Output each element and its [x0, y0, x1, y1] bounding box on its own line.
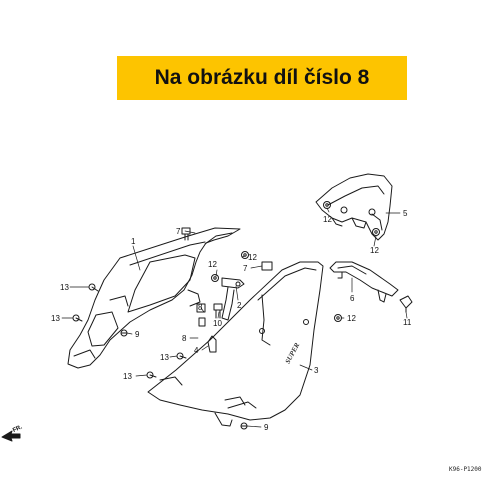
part-13-screws — [72, 283, 187, 379]
part-number-banner: Na obrázku díl číslo 8 — [117, 56, 407, 100]
part-5-upper-rear-bracket — [315, 173, 393, 241]
callout-7a: 7 — [176, 227, 181, 236]
callout-8b: 8 — [198, 303, 203, 312]
callout-12a: 12 — [208, 260, 217, 269]
front-arrow-icon — [1, 430, 21, 442]
brand-mark: SUPER — [284, 341, 302, 365]
part-1-left-body-cover — [67, 227, 241, 369]
part-3-right-body-cover — [147, 261, 324, 427]
banner-text: Na obrázku díl číslo 8 — [154, 66, 370, 89]
callout-7b: 7 — [243, 264, 248, 273]
callout-8a: 8 — [182, 334, 187, 343]
callout-13d: 13 — [123, 372, 132, 381]
leader-lines — [61, 207, 408, 428]
callout-1: 1 — [131, 237, 136, 246]
callout-12c: 12 — [323, 215, 332, 224]
callout-11: 11 — [403, 318, 412, 327]
callout-13b: 13 — [51, 314, 60, 323]
callout-13a: 13 — [60, 283, 69, 292]
callout-10: 10 — [213, 319, 222, 328]
callout-9a: 9 — [135, 330, 140, 339]
callout-13c: 13 — [160, 353, 169, 362]
drawing-code: K96-P1200 — [449, 466, 482, 473]
front-marker-label: FR. — [12, 424, 24, 434]
part-2-bracket — [221, 277, 245, 321]
part-10-bolt — [213, 303, 223, 319]
callout-12d: 12 — [370, 246, 379, 255]
part-12-collars — [211, 201, 380, 322]
callout-3: 3 — [314, 366, 319, 375]
callouts: 1 2 3 4 5 6 7 7 8 8 9 9 10 11 12 12 12 1… — [51, 209, 412, 432]
part-4-mount — [207, 335, 217, 353]
callout-5: 5 — [403, 209, 408, 218]
part-8-grommets — [196, 303, 206, 327]
callout-6: 6 — [350, 294, 355, 303]
callout-12b: 12 — [248, 253, 257, 262]
part-6-rear-stay — [329, 261, 399, 303]
part-11-clip — [399, 295, 413, 313]
callout-2: 2 — [237, 301, 242, 310]
callout-12e: 12 — [347, 314, 356, 323]
callout-9b: 9 — [264, 423, 269, 432]
callout-4: 4 — [194, 346, 199, 355]
part-7-grommets — [181, 227, 273, 271]
